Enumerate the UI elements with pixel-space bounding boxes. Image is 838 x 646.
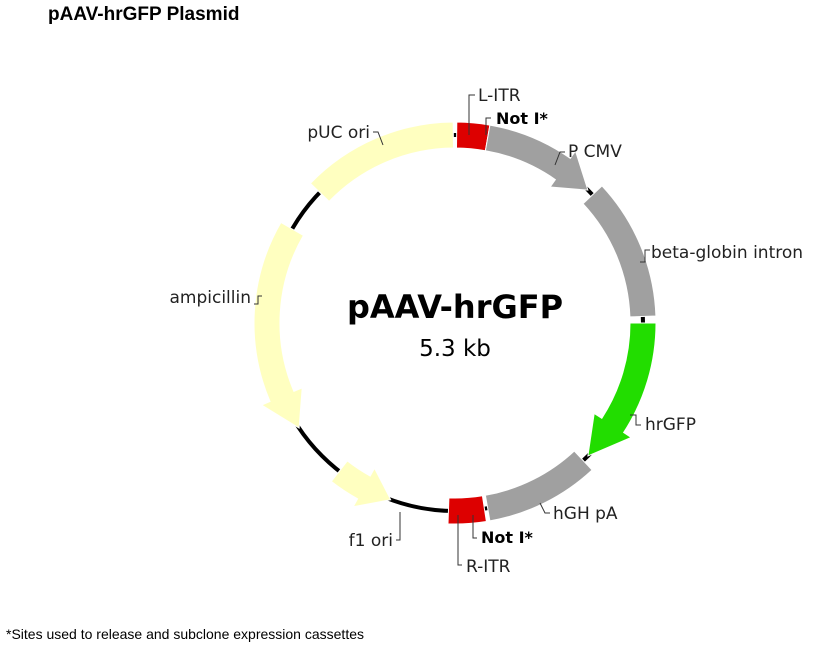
leader-ampicillin: [254, 295, 262, 305]
segment-r-itr: [447, 495, 487, 525]
leader-not-i-top: [485, 117, 491, 135]
segment-hgh-pa: [484, 450, 593, 522]
plasmid-name: pAAV-hrGFP: [347, 288, 563, 326]
leader-not-i-bottom: [472, 515, 477, 539]
label-hgh-pa: hGH pA: [553, 504, 618, 524]
leader-puc-ori: [373, 131, 384, 146]
segment-puc-ori: [309, 121, 455, 203]
label-p-cmv: P CMV: [568, 142, 622, 162]
label-ampicillin: ampicillin: [169, 288, 251, 308]
leader-r-itr: [457, 515, 462, 566]
segment-beta-globin-intron: [582, 185, 657, 318]
leader-l-itr: [468, 94, 475, 135]
label-hrgfp: hrGFP: [645, 415, 696, 435]
leader-hgh-pa: [539, 502, 550, 514]
segment-ampicillin: [253, 221, 305, 429]
leader-f1-ori: [396, 512, 401, 541]
label-beta-globin-intron: beta-globin intron: [651, 243, 803, 263]
leader-lines: [254, 94, 650, 566]
label-not-i-bottom: Not I*: [481, 528, 534, 547]
segment-l-itr: [455, 121, 491, 152]
plasmid-size: 5.3 kb: [419, 336, 491, 362]
segment-hrgfp: [587, 322, 657, 457]
label-f1-ori: f1 ori: [349, 531, 393, 551]
page-title: pAAV-hrGFP Plasmid: [48, 4, 240, 25]
label-puc-ori: pUC ori: [307, 123, 370, 143]
segment-f1-ori: [330, 460, 392, 508]
footnote: *Sites used to release and subclone expr…: [6, 626, 364, 642]
leader-hrgfp: [630, 414, 641, 426]
segment-p-cmv: [484, 124, 589, 191]
label-l-itr: L-ITR: [478, 86, 521, 106]
label-r-itr: R-ITR: [466, 557, 511, 577]
label-not-i-top: Not I*: [496, 109, 549, 128]
leader-beta-globin: [640, 249, 650, 263]
leader-p-cmv: [554, 151, 565, 166]
